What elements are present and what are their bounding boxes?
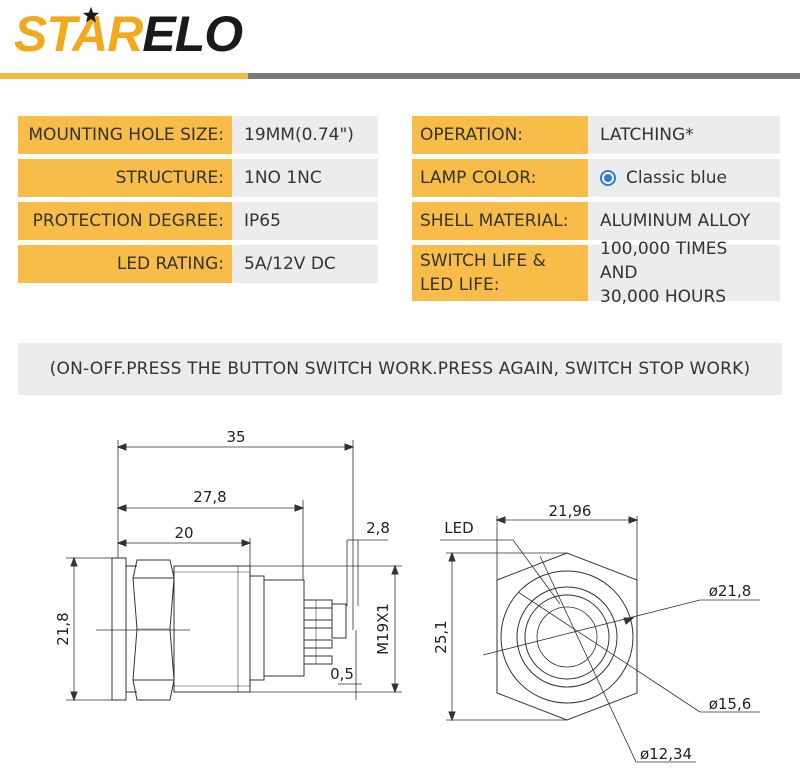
dim-hex-flat: 21,96 <box>549 502 592 520</box>
spec-row-led-rating: LED RATING: 5A/12V DC <box>18 245 378 283</box>
spec-label: OPERATION: <box>412 116 588 154</box>
spec-value-line1: 100,000 TIMES AND <box>600 239 728 283</box>
spec-row-switch-life: SWITCH LIFE & LED LIFE: 100,000 TIMES AN… <box>412 239 780 307</box>
spec-row-structure: STRUCTURE: 1NO 1NC <box>18 159 378 197</box>
spec-label: MOUNTING HOLE SIZE: <box>18 116 232 154</box>
spec-value: 100,000 TIMES AND 30,000 HOURS <box>588 239 780 307</box>
dim-hex-height: 25,1 <box>432 620 450 653</box>
brand-logo-part1: STAR <box>14 6 143 62</box>
dim-terminal-gap: 0,5 <box>330 665 354 683</box>
spec-value-line2: 30,000 HOURS <box>600 287 727 307</box>
spec-value: 1NO 1NC <box>232 159 378 197</box>
spec-label-line1: SWITCH LIFE & <box>420 251 546 271</box>
operation-note: (ON-OFF.PRESS THE BUTTON SWITCH WORK.PRE… <box>18 343 782 395</box>
spec-row-mounting-hole: MOUNTING HOLE SIZE: 19MM(0.74") <box>18 116 378 154</box>
lamp-color-text: Classic blue <box>626 168 727 188</box>
spec-row-operation: OPERATION: LATCHING* <box>412 116 780 154</box>
spec-label: SWITCH LIFE & LED LIFE: <box>412 245 588 301</box>
dim-outer-ring: ø21,8 <box>709 582 752 600</box>
spec-row-shell-material: SHELL MATERIAL: ALUMINUM ALLOY <box>412 202 780 240</box>
spec-value: 5A/12V DC <box>232 245 378 283</box>
dim-body-length: 27,8 <box>193 488 226 506</box>
brand-logo-part2: ELO <box>142 6 243 62</box>
dim-head-length: 20 <box>174 524 193 542</box>
spec-row-protection: PROTECTION DEGREE: IP65 <box>18 202 378 240</box>
dim-thread: M19X1 <box>374 603 392 655</box>
header-divider-bar <box>248 73 800 79</box>
dimension-drawing: 35 27,8 20 2,8 0,5 21,8 M19X1 <box>54 428 760 763</box>
star-icon <box>82 6 100 23</box>
spec-label: PROTECTION DEGREE: <box>18 202 232 240</box>
spec-label: LED RATING: <box>18 245 232 283</box>
spec-value: IP65 <box>232 202 378 240</box>
dim-button-diameter: ø12,34 <box>640 745 692 763</box>
spec-value: 19MM(0.74") <box>232 116 378 154</box>
spec-value: LATCHING* <box>588 116 780 154</box>
spec-label-line2: LED LIFE: <box>420 275 500 295</box>
spec-label: LAMP COLOR: <box>412 159 588 197</box>
spec-row-lamp-color: LAMP COLOR: Classic blue <box>412 159 780 197</box>
spec-label: SHELL MATERIAL: <box>412 202 588 240</box>
dim-head-diameter: 21,8 <box>54 612 72 645</box>
spec-label: STRUCTURE: <box>18 159 232 197</box>
header-accent-bar <box>0 73 248 79</box>
front-view <box>440 516 760 763</box>
dim-total-length: 35 <box>226 428 245 446</box>
spec-value: ALUMINUM ALLOY <box>588 202 780 240</box>
spec-value: Classic blue <box>588 159 780 197</box>
dim-inner-ring: ø15,6 <box>709 695 752 713</box>
brand-logo: STARELO <box>14 4 243 64</box>
blue-dot-icon <box>600 170 616 186</box>
side-view <box>66 440 402 702</box>
dim-terminal-width: 2,8 <box>366 519 390 537</box>
led-label: LED <box>444 519 473 537</box>
